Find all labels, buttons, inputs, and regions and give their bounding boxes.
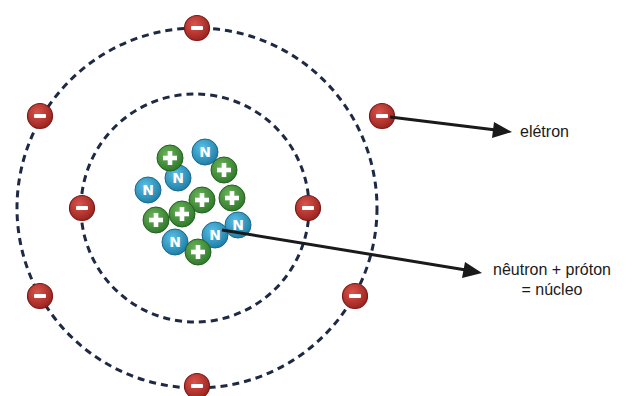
- neutron-symbol: N: [172, 171, 184, 185]
- neutron-symbol: N: [142, 183, 154, 197]
- inner-orbit: [81, 94, 309, 322]
- outer-orbit: [17, 28, 377, 388]
- neutron-symbol: N: [169, 235, 181, 249]
- neutron-symbol: N: [209, 228, 221, 242]
- neutron-symbol: N: [232, 218, 244, 232]
- electrons: [28, 16, 395, 396]
- part-label: nêutron + próton = núcleo: [490, 260, 614, 300]
- nucleus: [135, 139, 251, 265]
- neutron-symbol: N: [199, 145, 211, 159]
- part-label: elétron: [520, 122, 569, 142]
- leader-arrows: [222, 117, 512, 278]
